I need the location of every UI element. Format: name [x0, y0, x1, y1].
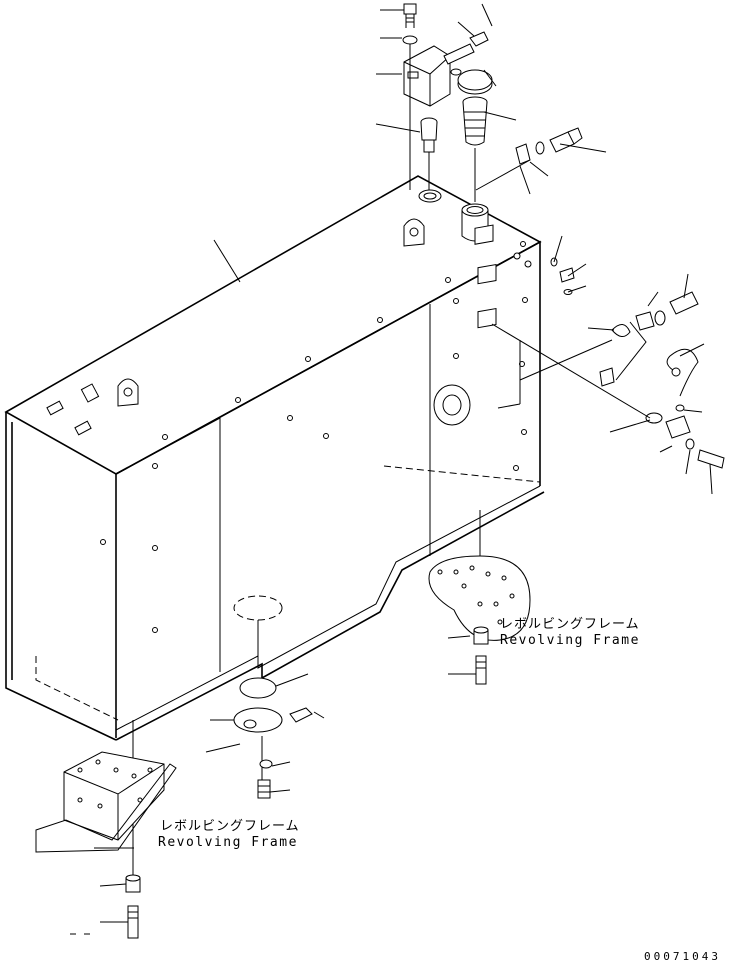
hidden-line-2 — [383, 465, 541, 483]
tank-side-top — [115, 240, 541, 486]
right-frame-label-jp: レボルビングフレーム — [500, 617, 640, 632]
panel-top-line — [115, 417, 221, 475]
tank-front-edge — [5, 412, 117, 741]
tank-bottom-inner — [115, 485, 541, 731]
rim-holes — [100, 241, 528, 633]
tank-bottom-contour — [115, 491, 545, 741]
hidden-line-1 — [35, 656, 119, 721]
side-gauges — [433, 224, 532, 426]
top-exploded-parts — [402, 3, 493, 202]
top-fittings — [46, 189, 489, 436]
left-frame-label-jp: レボルビングフレーム — [160, 819, 300, 834]
document-number: 00071043 — [644, 950, 721, 963]
center-drain-parts — [205, 595, 325, 799]
right-switch-assembly — [491, 291, 725, 469]
left-mount — [35, 720, 177, 939]
leader-lines — [213, 3, 713, 495]
left-frame-label-en: Revolving Frame — [158, 835, 298, 850]
right-frame-label-en: Revolving Frame — [500, 633, 640, 648]
tank-body — [4, 175, 545, 741]
right-mount — [428, 510, 531, 685]
right-exploded-parts — [475, 127, 583, 295]
